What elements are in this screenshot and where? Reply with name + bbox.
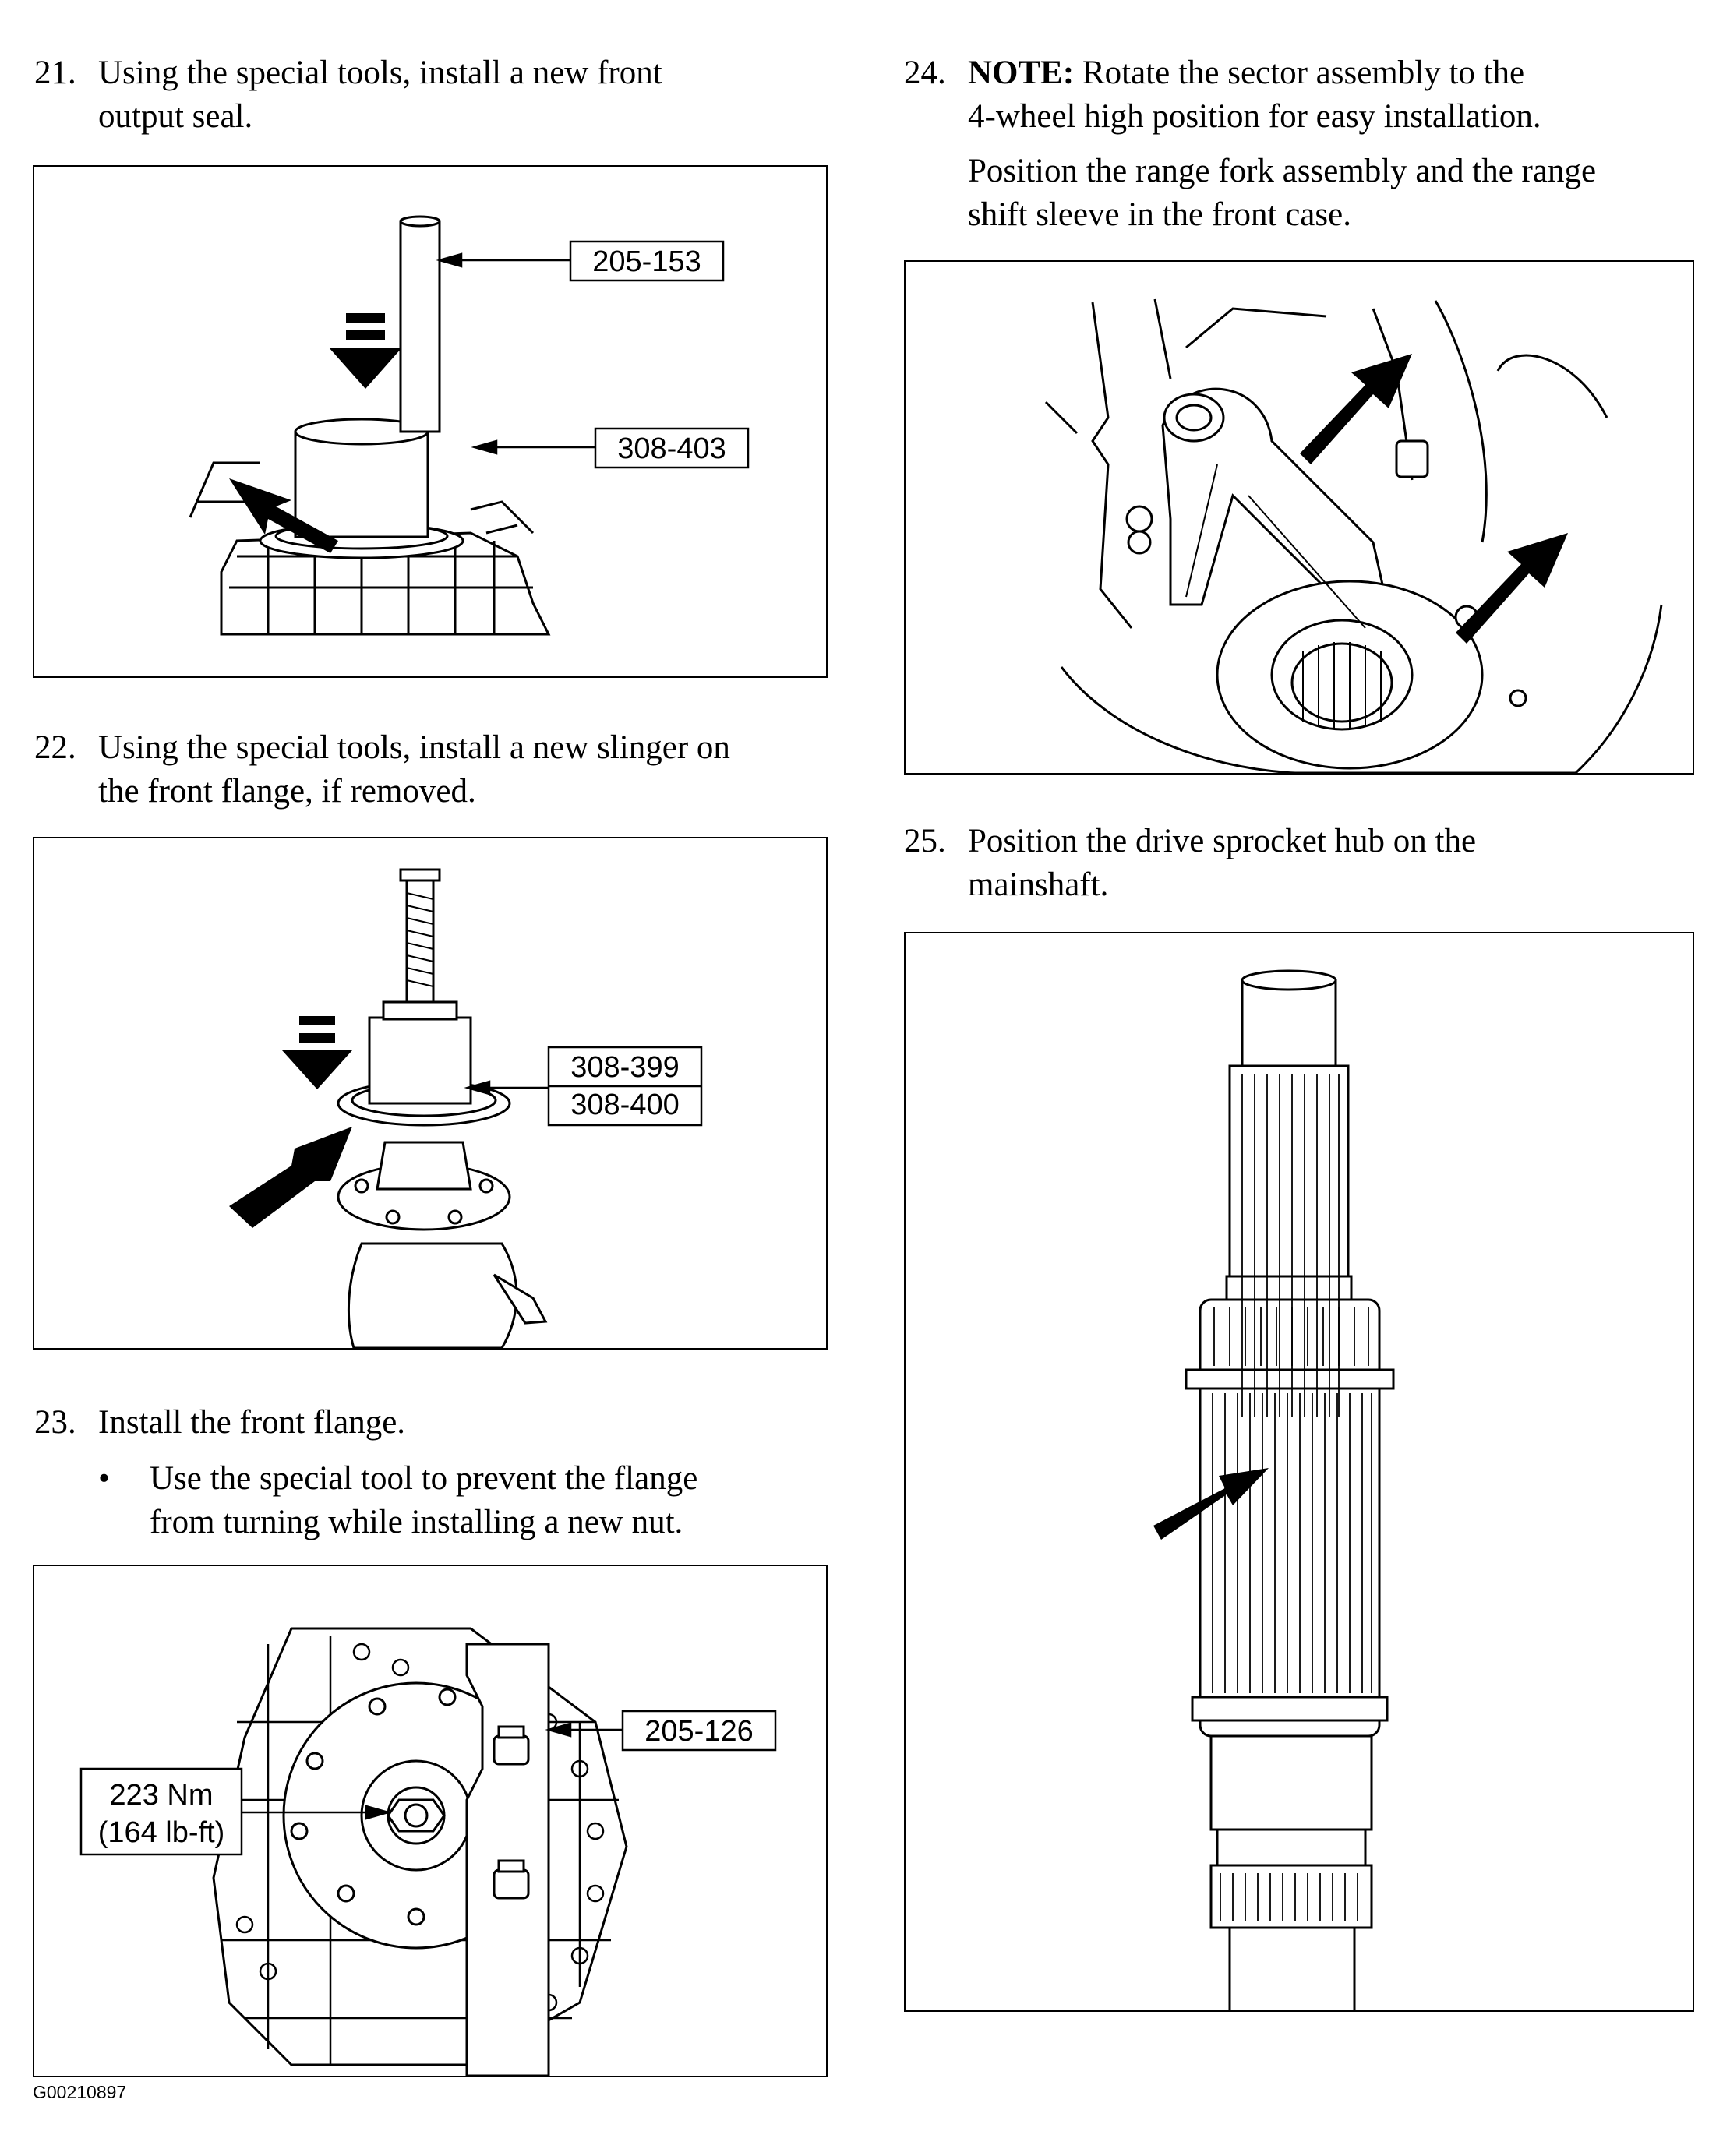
note-line: NOTE: Rotate the sector assembly to the bbox=[968, 51, 1596, 95]
note-line: 4-wheel high position for easy installat… bbox=[968, 98, 1541, 135]
figure-id: G00210897 bbox=[33, 2082, 127, 2102]
step-number: 24. bbox=[904, 55, 946, 91]
figure-25-illustration bbox=[1153, 969, 1395, 2010]
step-number: 23. bbox=[34, 1404, 76, 1441]
figure-25-drive-sprocket-hub bbox=[904, 932, 1694, 2012]
callout-label: 205-153 bbox=[592, 245, 701, 278]
torque-spec-metric: 223 Nm bbox=[109, 1779, 213, 1812]
step-text-line: Install the front flange. bbox=[98, 1404, 406, 1441]
note-label: NOTE: bbox=[968, 55, 1075, 91]
figure-24-range-fork-position bbox=[904, 260, 1694, 775]
callout-label: 308-399 bbox=[570, 1051, 679, 1084]
figure-24-illustration bbox=[1044, 298, 1663, 773]
step-number: 25. bbox=[904, 823, 946, 859]
step-text-line: Position the range fork assembly and the… bbox=[968, 153, 1597, 189]
step-text-line: the front flange, if removed. bbox=[98, 773, 476, 810]
bullet-text-line: Use the special tool to prevent the flan… bbox=[150, 1460, 698, 1497]
figure-22-illustration: 308-399 308-400 bbox=[229, 868, 703, 1348]
step-number: 22. bbox=[34, 729, 76, 766]
step-text-line: Using the special tools, install a new f… bbox=[98, 55, 662, 91]
step-text-line: Position the drive sprocket hub on the bbox=[968, 823, 1477, 859]
figure-21-illustration: 205-153 308-403 bbox=[189, 215, 750, 636]
callout-label: 205-126 bbox=[644, 1715, 753, 1748]
figure-23-front-flange-install: 205-126 223 Nm (164 lb-ft) bbox=[33, 1565, 828, 2077]
bullet-text-line: from turning while installing a new nut. bbox=[150, 1504, 683, 1540]
callout-label: 308-400 bbox=[570, 1089, 679, 1121]
step-text-line: mainshaft. bbox=[968, 866, 1109, 903]
torque-spec-imperial: (164 lb-ft) bbox=[98, 1816, 225, 1849]
note-text: Rotate the sector assembly to the bbox=[1074, 55, 1525, 91]
step-text-line: output seal. bbox=[98, 98, 253, 135]
figure-23-illustration: 205-126 223 Nm (164 lb-ft) bbox=[79, 1627, 777, 2076]
step-text-line: Using the special tools, install a new s… bbox=[98, 729, 730, 766]
step-number: 21. bbox=[34, 55, 76, 91]
figure-21-output-seal-install: 205-153 308-403 bbox=[33, 165, 828, 678]
callout-label: 308-403 bbox=[617, 432, 726, 465]
figure-22-slinger-install: 308-399 308-400 bbox=[33, 837, 828, 1350]
step-text-line: shift sleeve in the front case. bbox=[968, 196, 1351, 233]
bullet-symbol: • bbox=[98, 1460, 111, 1497]
